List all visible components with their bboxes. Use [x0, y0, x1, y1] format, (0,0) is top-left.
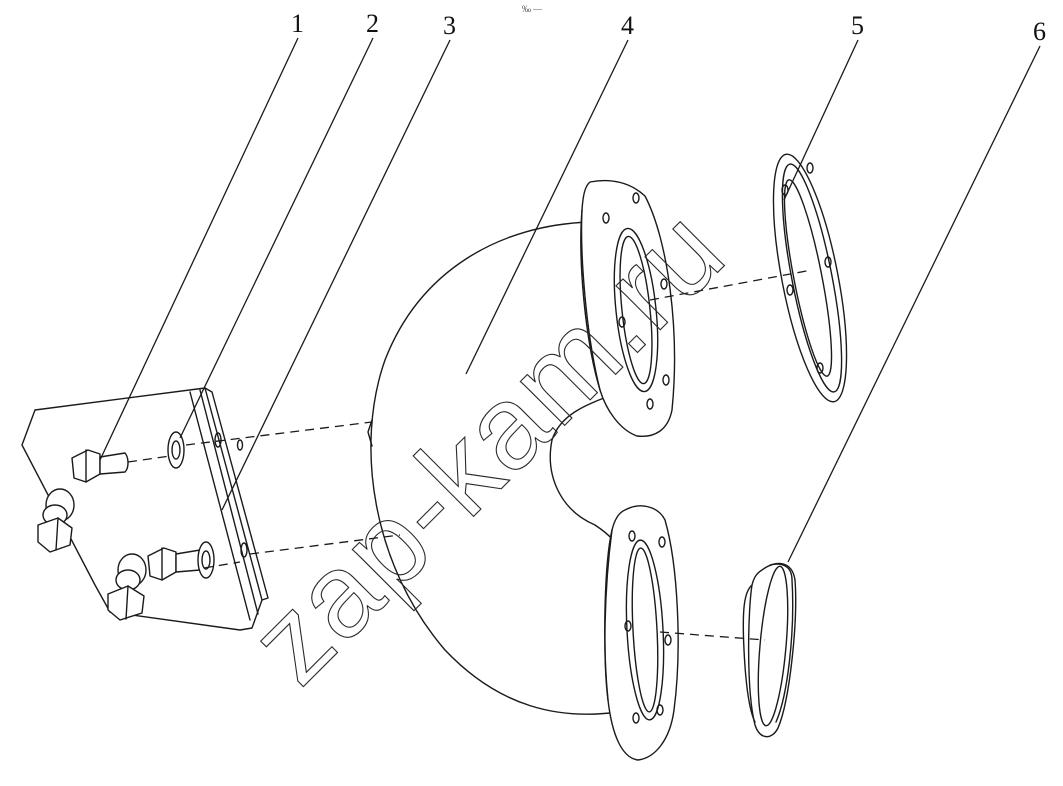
- elbow-upper-flange: [580, 179, 676, 437]
- elbow-lower-flange: [604, 505, 679, 761]
- callout-1: 1: [291, 9, 304, 38]
- alignment-lines: [127, 269, 813, 641]
- bolt-part-1-lower: [147, 547, 204, 581]
- callout-3: 3: [443, 11, 456, 40]
- callout-4: 4: [621, 11, 634, 40]
- bolt-part-1-upper: [71, 449, 129, 483]
- nut-left-lower: [107, 553, 147, 621]
- nut-left-upper: [37, 488, 75, 553]
- callout-2: 2: [366, 9, 379, 38]
- top-mark: ‰ —: [522, 4, 543, 14]
- callout-5: 5: [851, 11, 864, 40]
- ring-seal-part-6: [742, 562, 797, 738]
- callout-6: 6: [1033, 17, 1046, 46]
- gasket-part-5: [772, 153, 848, 403]
- washer-part-2-upper: [167, 431, 185, 469]
- leader-lines: [99, 37, 1041, 563]
- washer-part-2-lower: [197, 541, 215, 579]
